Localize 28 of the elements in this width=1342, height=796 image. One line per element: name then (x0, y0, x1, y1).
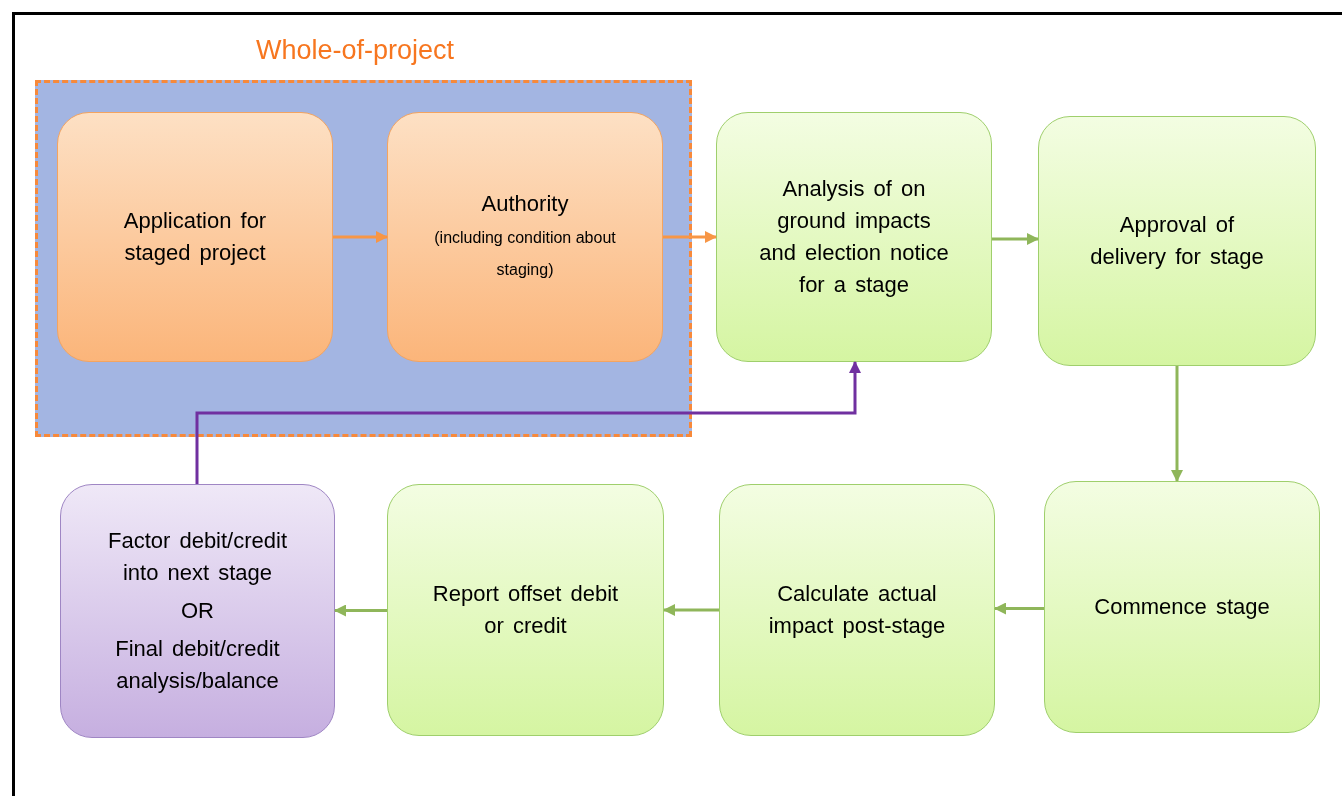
arrow (1171, 366, 1183, 482)
arrow (333, 231, 388, 243)
process-box (57, 112, 333, 362)
arrow (334, 604, 387, 617)
box-text: Factor debit/credit into next stage (106, 527, 289, 587)
box-text: Final debit/credit analysis/balance (114, 635, 281, 695)
box-text: Authority (481, 190, 569, 218)
box-text: Calculate actual impact post-stage (767, 580, 947, 640)
process-box (719, 484, 995, 736)
arrow (663, 231, 717, 243)
process-box (1044, 481, 1320, 733)
arrow (663, 604, 719, 616)
process-box (60, 484, 335, 738)
box-text: OR (181, 597, 214, 625)
process-box (387, 484, 664, 736)
process-box (387, 112, 663, 362)
box-note: (including condition about staging) (433, 228, 617, 280)
box-text: Report offset debit or credit (431, 580, 620, 640)
arrow (994, 602, 1044, 615)
group-heading: Whole-of-project (256, 35, 455, 66)
box-text: Commence stage (1094, 593, 1270, 621)
box-text: Approval of delivery for stage (1089, 211, 1265, 271)
box-text: Analysis of on ground impacts and election notice for a stage (758, 175, 950, 299)
arrow (992, 233, 1039, 245)
box-text: Application for staged project (122, 207, 268, 267)
arrow (195, 361, 861, 484)
process-box (1038, 116, 1316, 366)
process-box (716, 112, 992, 362)
